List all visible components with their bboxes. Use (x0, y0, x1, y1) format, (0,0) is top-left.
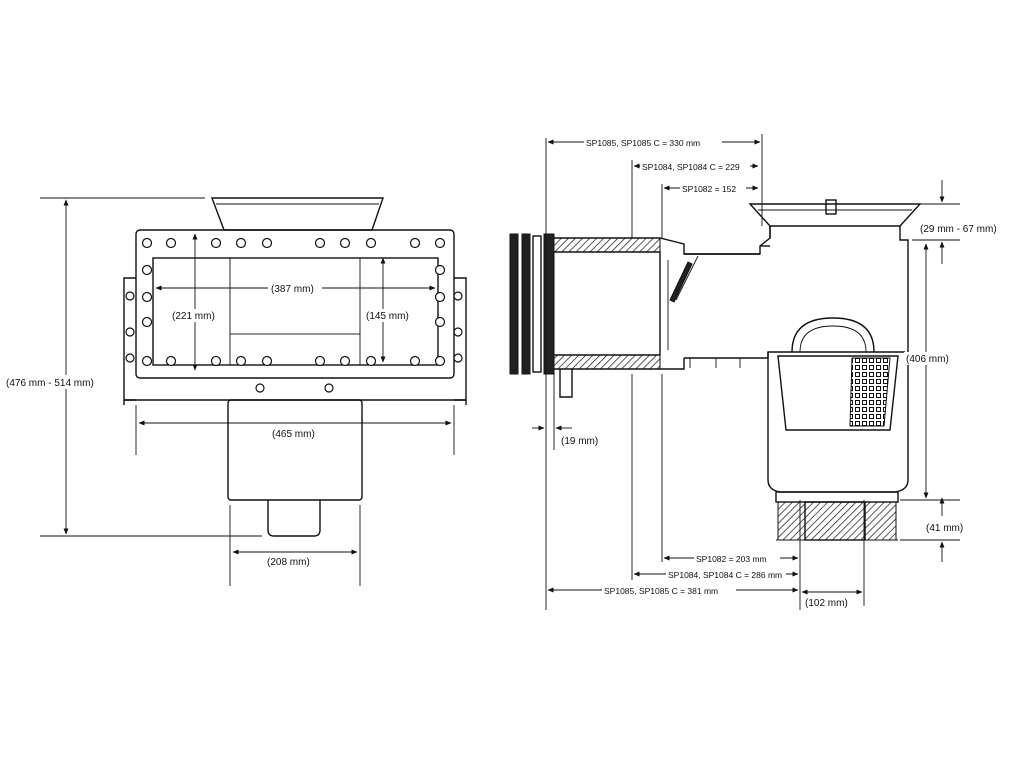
front-bolt-holes (125, 237, 463, 393)
dim-sp1082-bottom: SP1082 = 203 mm (696, 554, 767, 564)
dim-sp1084-bottom: SP1084, SP1084 C = 286 mm (668, 570, 782, 580)
dim-flange-thickness: (19 mm) (561, 436, 598, 447)
dim-sp1085-bottom: SP1085, SP1085 C = 381 mm (604, 586, 718, 596)
dim-body-width: (208 mm) (267, 557, 310, 568)
dim-bottom-height: (41 mm) (926, 523, 963, 534)
dim-overall-height: (476 mm - 514 mm) (6, 378, 94, 389)
dim-lid-range: (29 mm - 67 mm) (920, 224, 997, 235)
dim-opening-height-left: (221 mm) (172, 311, 215, 322)
front-outlet (267, 500, 321, 537)
dim-opening-width: (387 mm) (271, 284, 314, 295)
front-body (227, 399, 363, 501)
side-basket (777, 355, 899, 431)
dim-sp1082-top: SP1082 = 152 (682, 184, 736, 194)
front-view: (476 mm - 514 mm) (387 mm) (221 mm) (145… (2, 197, 467, 586)
side-view: SP1085, SP1085 C = 330 mm SP1084, SP1084… (509, 134, 1018, 610)
front-flange (135, 229, 455, 379)
side-lid (748, 203, 922, 227)
dim-sp1084-top: SP1084, SP1084 C = 229 (642, 162, 740, 172)
front-lid (210, 197, 384, 231)
dim-outlet-offset: (102 mm) (805, 598, 848, 609)
dim-side-height: (406 mm) (906, 354, 949, 365)
dim-flange-width: (465 mm) (272, 429, 315, 440)
dim-sp1085-top: SP1085, SP1085 C = 330 mm (586, 138, 700, 148)
dim-opening-height-right: (145 mm) (366, 311, 409, 322)
